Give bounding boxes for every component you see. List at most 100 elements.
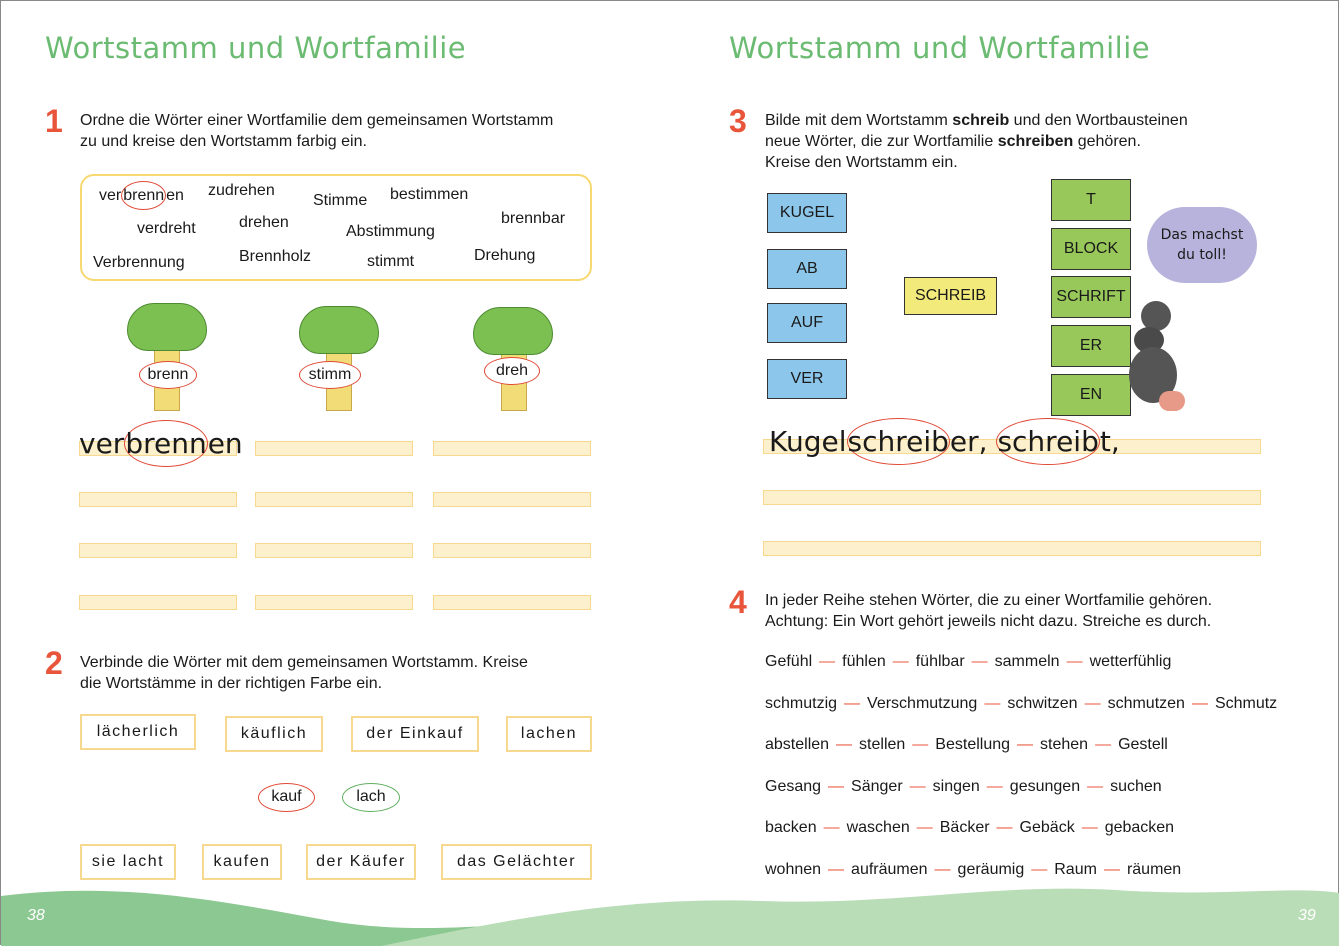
separator: — bbox=[892, 653, 909, 670]
separator: — bbox=[996, 819, 1013, 837]
row-word[interactable]: schmutzen bbox=[1107, 694, 1185, 712]
suffix-tile: EN bbox=[1051, 374, 1131, 416]
word: bestimmen bbox=[390, 186, 469, 203]
separator: — bbox=[819, 653, 836, 670]
row-word[interactable]: stellen bbox=[859, 736, 906, 754]
row-word[interactable]: geräumig bbox=[957, 861, 1025, 878]
stem-oval-kauf: kauf bbox=[258, 783, 315, 812]
row-word[interactable]: Schmutz bbox=[1214, 694, 1278, 712]
word-card[interactable]: der Einkauf bbox=[351, 716, 479, 752]
row-word[interactable]: singen bbox=[932, 777, 980, 795]
row-word[interactable]: stehen bbox=[1040, 736, 1089, 754]
word-card[interactable]: kaufen bbox=[202, 844, 282, 880]
separator: — bbox=[1081, 819, 1098, 837]
prefix-tile: VER bbox=[767, 359, 847, 399]
bold-word: schreiben bbox=[997, 133, 1074, 150]
word-card[interactable]: lachen bbox=[506, 716, 592, 752]
separator: — bbox=[984, 694, 1001, 712]
circled-stem: brenn bbox=[124, 420, 208, 467]
page-number-right: 39 bbox=[1298, 907, 1316, 924]
word: Stimme bbox=[313, 192, 368, 209]
row-word[interactable]: schmutzig bbox=[765, 694, 838, 712]
separator: — bbox=[844, 694, 861, 712]
text: und den Wortbausteinen bbox=[1009, 112, 1188, 129]
text: Kreise den Wortstamm ein. bbox=[765, 154, 958, 171]
row-word[interactable]: schwitzen bbox=[1007, 694, 1078, 712]
page-title-left: Wortstamm und Wortfamilie bbox=[45, 31, 467, 65]
row-word[interactable]: Gefühl bbox=[765, 653, 813, 670]
separator: — bbox=[909, 777, 926, 795]
row-word[interactable]: Gestell bbox=[1118, 736, 1168, 754]
row-word[interactable]: gesungen bbox=[1009, 777, 1081, 795]
word-card[interactable]: lächerlich bbox=[80, 714, 196, 750]
separator: — bbox=[1084, 694, 1101, 712]
instruction-line: Achtung: Ein Wort gehört jeweils nicht d… bbox=[765, 613, 1212, 630]
exercise-number-1: 1 bbox=[45, 103, 63, 139]
word-family-row: wohnen—aufräumen—geräumig—Raum—räumen bbox=[765, 861, 1181, 879]
row-word[interactable]: fühlen bbox=[842, 653, 886, 670]
row-word[interactable]: suchen bbox=[1110, 777, 1162, 795]
word: drehen bbox=[239, 214, 289, 231]
bold-stem: schreib bbox=[952, 112, 1010, 129]
word: brennbar bbox=[501, 210, 566, 227]
exercise-2-instruction: Verbinde die Wörter mit dem gemeinsamen … bbox=[80, 652, 528, 694]
prefix-tile: KUGEL bbox=[767, 193, 847, 233]
row-word[interactable]: wohnen bbox=[765, 861, 822, 878]
exercise-3-instruction: Bilde mit dem Wortstamm schreib und den … bbox=[765, 110, 1188, 173]
row-word[interactable]: Verschmutzung bbox=[867, 694, 978, 712]
suffix-tile: BLOCK bbox=[1051, 228, 1131, 270]
exercise-number-2: 2 bbox=[45, 645, 63, 681]
row-word[interactable]: Bäcker bbox=[939, 819, 990, 837]
suffix: t, bbox=[1099, 425, 1120, 458]
exercise-number-3: 3 bbox=[729, 103, 747, 139]
row-word[interactable]: sammeln bbox=[994, 653, 1060, 670]
row-word[interactable]: backen bbox=[765, 819, 817, 837]
speech-text: Das machst bbox=[1160, 227, 1244, 243]
word: Brennholz bbox=[239, 248, 312, 265]
separator: — bbox=[916, 819, 933, 837]
stem-oval-lach: lach bbox=[342, 783, 400, 812]
prefix-tile: AUF bbox=[767, 303, 847, 343]
row-word[interactable]: Raum bbox=[1054, 861, 1097, 878]
row-word[interactable]: Gesang bbox=[765, 777, 822, 795]
separator: — bbox=[828, 777, 845, 795]
exercise-4-instruction: In jeder Reihe stehen Wörter, die zu ein… bbox=[765, 590, 1212, 632]
text: Bilde mit dem Wortstamm bbox=[765, 112, 953, 129]
row-word[interactable]: Bestellung bbox=[935, 736, 1011, 754]
row-word[interactable]: abstellen bbox=[765, 736, 830, 754]
row-word[interactable]: wetterfühlig bbox=[1089, 653, 1172, 670]
separator: — bbox=[912, 736, 929, 754]
separator: — bbox=[1095, 736, 1112, 754]
stem-oval-dreh: dreh bbox=[484, 357, 540, 385]
word-card[interactable]: das Gelächter bbox=[441, 844, 592, 880]
circled-stem: schreib bbox=[846, 418, 950, 465]
word: Verbrennung bbox=[93, 254, 185, 271]
row-word[interactable]: waschen bbox=[846, 819, 910, 837]
word-card[interactable]: käuflich bbox=[225, 716, 323, 752]
separator: — bbox=[986, 777, 1003, 795]
word: zudrehen bbox=[208, 182, 275, 199]
word-card[interactable]: der Käufer bbox=[306, 844, 416, 880]
separator: — bbox=[1031, 861, 1048, 878]
word-family-row: Gesang—Sänger—singen—gesungen—suchen bbox=[765, 778, 1162, 796]
row-word[interactable]: Gebäck bbox=[1019, 819, 1075, 837]
row-word[interactable]: gebacken bbox=[1104, 819, 1175, 837]
word-card[interactable]: sie lacht bbox=[80, 844, 176, 880]
prefix-tile: AB bbox=[767, 249, 847, 289]
stem-tile: SCHREIB bbox=[904, 277, 997, 315]
instruction-line: Ordne die Wörter einer Wortfamilie dem g… bbox=[80, 112, 554, 129]
example-answer-verbrennen: verbrennen bbox=[79, 420, 243, 467]
word-box bbox=[80, 174, 592, 281]
row-word[interactable]: aufräumen bbox=[851, 861, 928, 878]
exercise-number-4: 4 bbox=[729, 584, 747, 620]
separator: — bbox=[971, 653, 988, 670]
separator: — bbox=[828, 861, 845, 878]
suffix-tile: ER bbox=[1051, 325, 1131, 367]
word: Drehung bbox=[474, 247, 536, 264]
separator: — bbox=[934, 861, 951, 878]
text: neue Wörter, die zur Wortfamilie bbox=[765, 133, 998, 150]
prefix: ver bbox=[79, 427, 125, 460]
row-word[interactable]: fühlbar bbox=[915, 653, 965, 670]
row-word[interactable]: räumen bbox=[1126, 861, 1182, 878]
row-word[interactable]: Sänger bbox=[851, 777, 903, 795]
